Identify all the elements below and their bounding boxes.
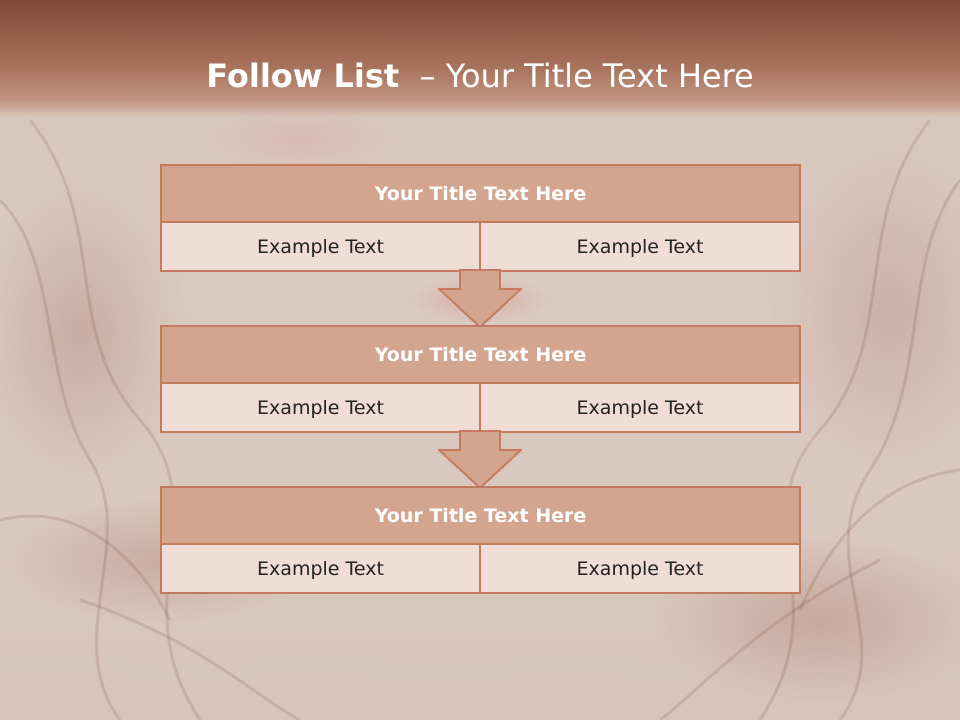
block-title: Your Title Text Here [160,164,801,223]
block-cell-right: Example Text [479,543,801,594]
list-block-1: Your Title Text Here Example Text Exampl… [160,164,801,272]
block-cell-right: Example Text [479,221,801,272]
list-block-2: Your Title Text Here Example Text Exampl… [160,325,801,433]
block-cell-right: Example Text [479,382,801,433]
title-bar [0,0,960,118]
title-bold: Follow List [206,57,400,95]
slide-title: Follow List – Your Title Text Here [0,56,960,96]
block-title: Your Title Text Here [160,486,801,545]
down-arrow-icon [438,269,522,329]
title-rest: – Your Title Text Here [419,57,754,95]
block-cell-left: Example Text [160,382,481,433]
down-arrow-icon [438,430,522,490]
block-cell-left: Example Text [160,221,481,272]
list-block-3: Your Title Text Here Example Text Exampl… [160,486,801,594]
block-cell-left: Example Text [160,543,481,594]
block-title: Your Title Text Here [160,325,801,384]
